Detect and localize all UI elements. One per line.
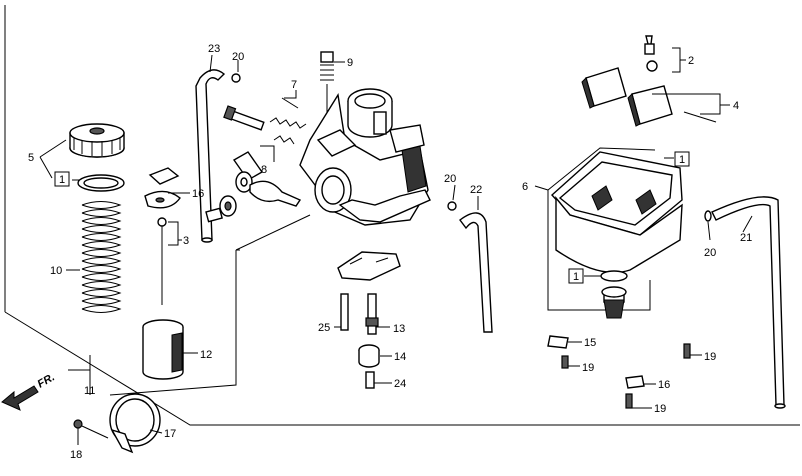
overflow-hose-right <box>711 196 786 409</box>
hose-clip-middle <box>447 201 457 211</box>
callout-2: 2 <box>688 55 694 67</box>
callout-24: 24 <box>394 378 406 390</box>
boxed-callout-1b: 1 <box>674 151 690 167</box>
intake-hose-clamp <box>109 393 161 454</box>
leader-lines <box>39 47 753 445</box>
carburetor-top-cap <box>69 123 125 158</box>
throttle-stop-parts <box>205 151 302 223</box>
clamp-bolt <box>73 419 109 439</box>
jet-needle <box>157 217 167 305</box>
callout-6: 6 <box>522 181 528 193</box>
callout-1c: 1 <box>573 271 579 283</box>
adjusting-screw-set <box>223 105 307 145</box>
callout-14: 14 <box>394 351 406 363</box>
callout-20b: 20 <box>444 173 456 185</box>
callout-18: 18 <box>70 449 82 461</box>
front-direction-arrow: FR. <box>1 371 57 411</box>
callout-8: 8 <box>261 164 267 176</box>
callout-3: 3 <box>183 235 189 247</box>
throttle-valve <box>142 319 184 380</box>
carburetor-body <box>299 88 431 226</box>
front-direction-label: FR. <box>36 371 57 390</box>
callout-22: 22 <box>470 184 482 196</box>
float-bowl-group <box>547 147 683 319</box>
callout-23: 23 <box>208 43 220 55</box>
small-fasteners-right <box>547 335 691 409</box>
callout-9: 9 <box>347 57 353 69</box>
hose-clip-right <box>704 210 712 222</box>
boxed-callout-1a: 1 <box>54 171 70 187</box>
callout-16b: 16 <box>658 379 670 391</box>
callout-17: 17 <box>164 428 176 440</box>
callout-11: 11 <box>84 385 95 397</box>
callout-4: 4 <box>733 100 739 112</box>
callout-5: 5 <box>28 152 34 164</box>
boxed-callout-1c: 1 <box>568 268 584 284</box>
callout-19a: 19 <box>582 362 594 374</box>
callout-20a: 20 <box>232 51 244 63</box>
float <box>581 67 717 127</box>
callout-19c: 19 <box>654 403 666 415</box>
callout-1b: 1 <box>679 154 685 166</box>
callout-20c: 20 <box>704 247 716 259</box>
callout-10: 10 <box>50 265 62 277</box>
callout-16a: 16 <box>192 188 204 200</box>
hose-clip-top <box>231 73 241 83</box>
callout-12: 12 <box>200 349 212 361</box>
frame-outline <box>4 5 800 426</box>
callout-7: 7 <box>291 79 297 91</box>
main-jet-parts <box>340 293 380 389</box>
needle-clip-plate <box>144 167 181 209</box>
callout-labels: 2 3 4 5 6 7 8 9 10 11 12 13 14 15 15 16 … <box>28 43 752 461</box>
callout-15a: 15 <box>584 337 596 349</box>
cap-gasket <box>77 174 125 192</box>
idle-screw <box>320 51 334 118</box>
float-valve <box>644 35 658 72</box>
callout-1a: 1 <box>59 174 65 186</box>
breather-hose-top <box>195 69 226 243</box>
throttle-return-spring <box>81 201 122 313</box>
vent-hose-middle <box>459 212 493 333</box>
callout-19b: 19 <box>704 351 716 363</box>
callout-25: 25 <box>318 322 330 334</box>
callout-21: 21 <box>740 232 752 244</box>
needle-jet-holder-plate <box>337 251 401 281</box>
callout-13: 13 <box>393 323 405 335</box>
